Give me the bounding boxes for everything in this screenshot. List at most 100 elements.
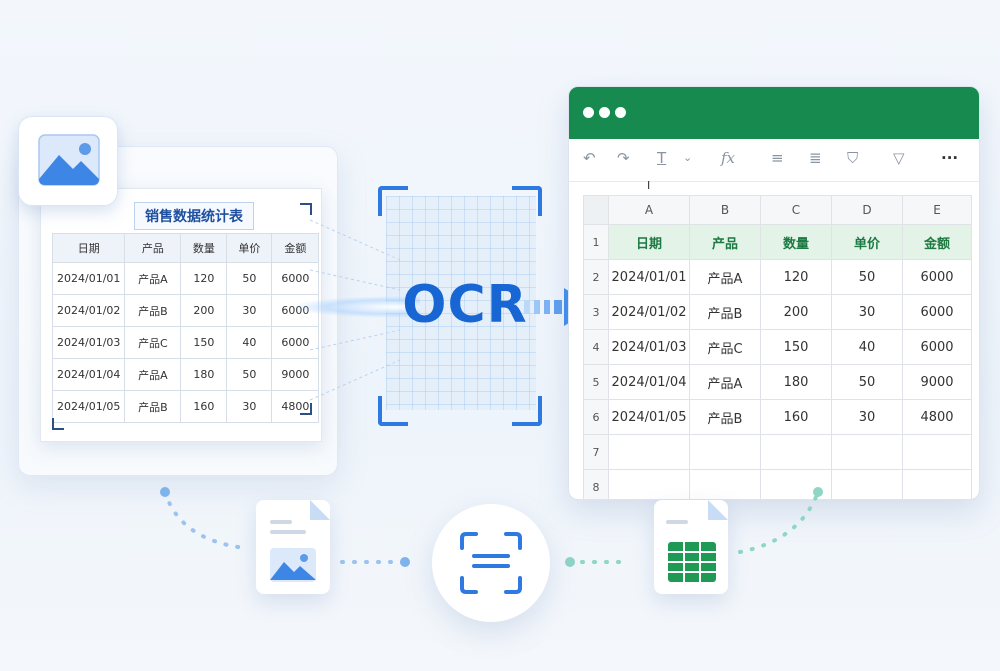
header-cell[interactable]: 日期 <box>608 224 690 260</box>
table-row: 7 <box>583 434 972 470</box>
table-cell[interactable] <box>831 469 903 499</box>
table-cell[interactable]: 40 <box>831 329 903 365</box>
table-cell[interactable] <box>831 434 903 470</box>
table-cell: 2024/01/01 <box>51 262 126 295</box>
chevron-down-icon[interactable]: ⌄ <box>683 151 693 164</box>
align-center-icon[interactable]: ≡ <box>771 149 784 167</box>
table-cell: 50 <box>226 358 273 391</box>
row-number[interactable]: 3 <box>583 294 609 330</box>
row-number[interactable]: 8 <box>583 469 609 499</box>
window-dot-icon[interactable] <box>599 107 610 118</box>
table-cell[interactable]: 30 <box>831 294 903 330</box>
table-cell[interactable]: 2024/01/01 <box>608 259 690 295</box>
table-cell[interactable]: 产品B <box>689 294 761 330</box>
source-table: 日期 产品 数量 单价 金额 2024/01/01 产品A 120 50 600… <box>51 233 320 423</box>
redo-icon[interactable]: ↷ <box>617 149 630 167</box>
header-cell: 数量 <box>180 233 228 263</box>
table-cell[interactable]: 150 <box>760 329 832 365</box>
table-row: 3 2024/01/02 产品B 200 30 6000 <box>583 294 972 330</box>
column-letter[interactable]: C <box>760 195 832 225</box>
window-dot-icon[interactable] <box>615 107 626 118</box>
table-cell: 150 <box>180 326 228 359</box>
table-cell[interactable]: 50 <box>831 364 903 400</box>
column-letter[interactable]: D <box>831 195 903 225</box>
table-cell: 产品B <box>124 294 182 327</box>
table-cell[interactable] <box>902 434 972 470</box>
header-cell: 产品 <box>124 233 182 263</box>
row-number[interactable]: 2 <box>583 259 609 295</box>
table-cell[interactable]: 9000 <box>902 364 972 400</box>
table-row: 2024/01/05 产品B 160 30 4800 <box>51 390 320 423</box>
table-cell: 30 <box>226 294 273 327</box>
more-icon[interactable]: ··· <box>941 149 959 167</box>
flow-dotted-path <box>160 487 823 567</box>
header-cell[interactable]: 金额 <box>902 224 972 260</box>
table-row: 2024/01/01 产品A 120 50 6000 <box>51 262 320 295</box>
row-number[interactable]: 1 <box>583 224 609 260</box>
table-cell: 2024/01/03 <box>51 326 126 359</box>
table-cell[interactable]: 120 <box>760 259 832 295</box>
ocr-scan-circle <box>432 504 550 622</box>
table-cell[interactable]: 产品C <box>689 329 761 365</box>
table-cell[interactable]: 6000 <box>902 294 972 330</box>
table-cell[interactable]: 2024/01/05 <box>608 399 690 435</box>
table-cell[interactable]: 6000 <box>902 329 972 365</box>
table-row: 5 2024/01/04 产品A 180 50 9000 <box>583 364 972 400</box>
row-number[interactable]: 4 <box>583 329 609 365</box>
table-cell: 120 <box>180 262 228 295</box>
crop-corner-icon <box>300 403 312 415</box>
table-cell[interactable]: 50 <box>831 259 903 295</box>
table-cell: 180 <box>180 358 228 391</box>
formula-icon[interactable]: fx <box>721 149 736 167</box>
table-cell: 200 <box>180 294 228 327</box>
table-cell[interactable]: 4800 <box>902 399 972 435</box>
table-cell[interactable] <box>608 434 690 470</box>
filter-icon[interactable]: ⛉ <box>847 149 859 167</box>
table-cell: 产品A <box>124 358 182 391</box>
table-cell[interactable] <box>902 469 972 499</box>
table-cell[interactable]: 产品B <box>689 399 761 435</box>
table-cell[interactable]: 160 <box>760 399 832 435</box>
table-cell[interactable]: 2024/01/04 <box>608 364 690 400</box>
table-cell: 9000 <box>271 358 320 391</box>
table-cell[interactable]: 产品A <box>689 364 761 400</box>
undo-icon[interactable]: ↶ <box>583 149 596 167</box>
header-cell[interactable]: 数量 <box>760 224 832 260</box>
header-cell[interactable]: 产品 <box>689 224 761 260</box>
table-cell[interactable]: 6000 <box>902 259 972 295</box>
row-number[interactable]: 6 <box>583 399 609 435</box>
table-cell: 产品A <box>124 262 182 295</box>
table-header-row: 日期 产品 数量 单价 金额 <box>51 233 320 263</box>
table-cell[interactable] <box>689 434 761 470</box>
spreadsheet-window: ↶ ↷ T ⌄ fx ≡ ≣ ⛉ ▽ ··· I A B C D E 1 日期 … <box>568 86 980 500</box>
row-number[interactable]: 5 <box>583 364 609 400</box>
scan-light-beam <box>290 296 420 318</box>
column-letter[interactable]: A <box>608 195 690 225</box>
row-number[interactable]: 7 <box>583 434 609 470</box>
column-letter[interactable]: B <box>689 195 761 225</box>
table-cell: 产品B <box>124 390 182 423</box>
table-cell: 160 <box>180 390 228 423</box>
table-cell[interactable]: 2024/01/03 <box>608 329 690 365</box>
text-cursor-icon: I <box>647 179 651 192</box>
toolbar <box>569 139 979 182</box>
table-cell[interactable]: 200 <box>760 294 832 330</box>
table-cell[interactable]: 180 <box>760 364 832 400</box>
scan-connector-lines <box>309 219 401 401</box>
table-cell[interactable] <box>760 434 832 470</box>
align-right-icon[interactable]: ≣ <box>809 149 822 167</box>
header-cell[interactable]: 单价 <box>831 224 903 260</box>
table-cell[interactable]: 产品A <box>689 259 761 295</box>
table-cell[interactable]: 2024/01/02 <box>608 294 690 330</box>
text-format-icon[interactable]: T <box>657 149 667 167</box>
table-row: 6 2024/01/05 产品B 160 30 4800 <box>583 399 972 435</box>
table-cell[interactable] <box>689 469 761 499</box>
table-cell[interactable]: 30 <box>831 399 903 435</box>
column-letter[interactable]: E <box>902 195 972 225</box>
select-all-corner[interactable] <box>583 195 609 225</box>
filter-outline-icon[interactable]: ▽ <box>893 149 905 167</box>
window-dot-icon[interactable] <box>583 107 594 118</box>
table-cell[interactable] <box>608 469 690 499</box>
table-row: 2024/01/03 产品C 150 40 6000 <box>51 326 320 359</box>
spreadsheet-grid: A B C D E 1 日期 产品 数量 单价 金额 2 2024/01/01 … <box>583 195 972 499</box>
